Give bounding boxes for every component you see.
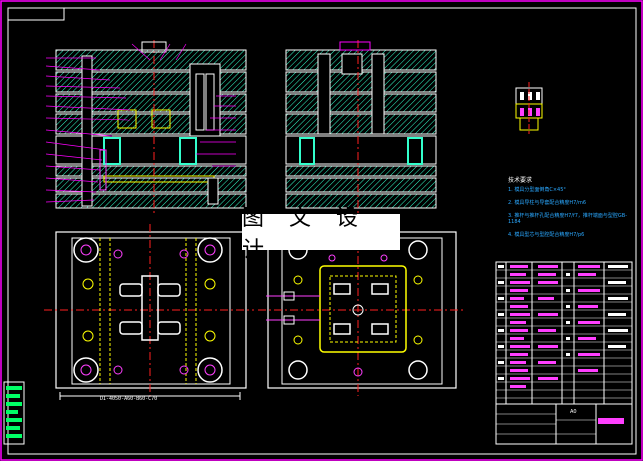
leader-lines-right [196, 95, 236, 167]
note-line: 2. 模具导柱与导套配合精度H7/m6 [508, 199, 587, 206]
title-block-scale: A0 [570, 409, 577, 415]
leader-lines-left [45, 57, 131, 203]
watermark: 图 文 设 计 [242, 206, 400, 263]
side-section-view [285, 40, 437, 214]
note-line: 3. 推杆与推杆孔配合精度H7/f7，推杆端面与型腔GB-1184 [508, 212, 628, 226]
corner-tag [7, 7, 65, 21]
parts-table [495, 261, 633, 445]
technical-notes: 技术要求 1. 模具分型面倒角C×45° 2. 模具导柱与导套配合精度H7/m6… [508, 177, 632, 245]
detail-part [515, 82, 543, 134]
front-section-view [55, 40, 247, 214]
plan-dimension-label: DI-4050-A60-B60-C70 [100, 396, 158, 402]
top-leader-lines [131, 43, 187, 61]
plan-view-left [44, 224, 254, 400]
note-line: 4. 模具型芯与型腔配合精度H7/p6 [508, 232, 585, 239]
revision-strip [3, 381, 25, 445]
note-line: 1. 模具分型面倒角C×45° [508, 187, 566, 194]
notes-heading: 技术要求 [508, 177, 533, 184]
inner-frame [7, 7, 637, 455]
